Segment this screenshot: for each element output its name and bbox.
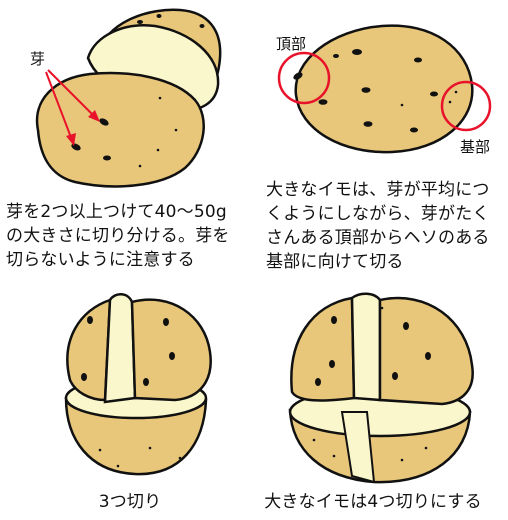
front-potato-half (35, 71, 205, 188)
panel-three-cut: 3つ切り (0, 280, 260, 520)
top-marker-circle (277, 51, 331, 105)
caption-line: くようにしながら、芽がたく (266, 204, 490, 224)
potato-speck (138, 164, 142, 168)
potato-eye (143, 378, 149, 386)
left-piece (66, 298, 112, 402)
potato-eye (425, 352, 431, 360)
upper-middle-flesh (350, 292, 382, 402)
potato-speck (178, 456, 182, 460)
potato-eye (329, 360, 335, 368)
arrowhead (88, 110, 100, 122)
potato-speck (424, 446, 428, 450)
caption-panel2: 大きなイモは、芽が平均につ くようにしながら、芽がたく さんある頂部からヘソのあ… (266, 178, 490, 274)
potato-eye (163, 318, 169, 326)
potato-eye (103, 155, 111, 161)
caption-panel3: 3つ切り (98, 492, 162, 512)
caption-line: の大きさに切り分ける。芽を (6, 226, 230, 246)
caption-line: 芽を2つ以上つけて40〜50g (6, 202, 227, 222)
potato-speck (332, 454, 336, 458)
potato-speck (174, 128, 178, 132)
potato-eye (331, 316, 337, 324)
three-cut-potato-illustration (64, 293, 212, 476)
potato-eye (363, 121, 373, 127)
arrow-to-eye (47, 69, 97, 119)
potato-eye (137, 20, 143, 24)
potato-speck (98, 448, 102, 452)
potato-eye (293, 72, 303, 80)
potato-eye (352, 49, 362, 55)
potato-eye (361, 87, 371, 93)
caption-line: 基部に向けて切る (266, 252, 404, 272)
label-top: 頂部 (276, 35, 307, 53)
potato-eye (156, 14, 162, 18)
potato-eye (169, 352, 175, 360)
bottom-divider (340, 411, 376, 484)
caption-line: さんある頂部からヘソのある (266, 228, 490, 248)
caption-panel4: 大きなイモは4つ切りにする (264, 492, 482, 512)
middle-piece (103, 293, 137, 404)
arrow-to-eye (45, 71, 73, 141)
potato-eye (199, 24, 205, 28)
four-cut-potato-illustration (288, 292, 474, 484)
panel-four-cut: 大きなイモは4つ切りにする (262, 280, 508, 520)
base-marker-circle (440, 80, 492, 132)
potato-eye (81, 373, 87, 381)
panel-halved-potato: 芽 芽を2つ以上つけて40〜50g の大きさに切り分ける。芽を 切らないように注… (0, 0, 260, 270)
potato-eye (410, 127, 418, 133)
caption-line: 切らないように注意する (6, 250, 195, 270)
potato-eye (403, 322, 409, 330)
potato-speck (116, 464, 120, 468)
potato-speck (400, 458, 404, 462)
potato-eye (87, 316, 93, 324)
potato-eye (318, 99, 328, 105)
bottom-half-skin (64, 396, 208, 476)
right-piece (130, 298, 212, 402)
caption-line: 大きなイモは、芽が平均につ (266, 180, 490, 200)
potato-eye (315, 378, 321, 386)
upper-left-piece (290, 296, 356, 402)
halved-potato-illustration (35, 8, 222, 188)
potato-speck (448, 100, 452, 104)
potato-speck (312, 438, 316, 442)
potato-speck (156, 148, 160, 152)
potato-eye (99, 118, 109, 126)
label-base: 基部 (460, 138, 491, 156)
caption-panel1: 芽を2つ以上つけて40〜50g の大きさに切り分ける。芽を 切らないように注意す… (6, 200, 230, 272)
potato-speck (158, 96, 162, 100)
potato-eye (430, 91, 438, 97)
panel-whole-potato: 頂部 基部 大きなイモは、芽が平均につ くようにしながら、芽がたく さんある頂部… (262, 0, 508, 272)
potato-speck (400, 103, 404, 107)
potato-eye (414, 57, 422, 63)
arrowhead (66, 133, 76, 146)
potato-speck (380, 306, 384, 310)
potato-eye (333, 54, 339, 58)
upper-right-piece (378, 296, 474, 406)
potato-speck (148, 446, 152, 450)
label-eye: 芽 (30, 50, 46, 68)
whole-potato (294, 24, 474, 154)
potato-eye (392, 372, 398, 380)
potato-speck (454, 90, 458, 94)
whole-potato-illustration (277, 24, 492, 154)
